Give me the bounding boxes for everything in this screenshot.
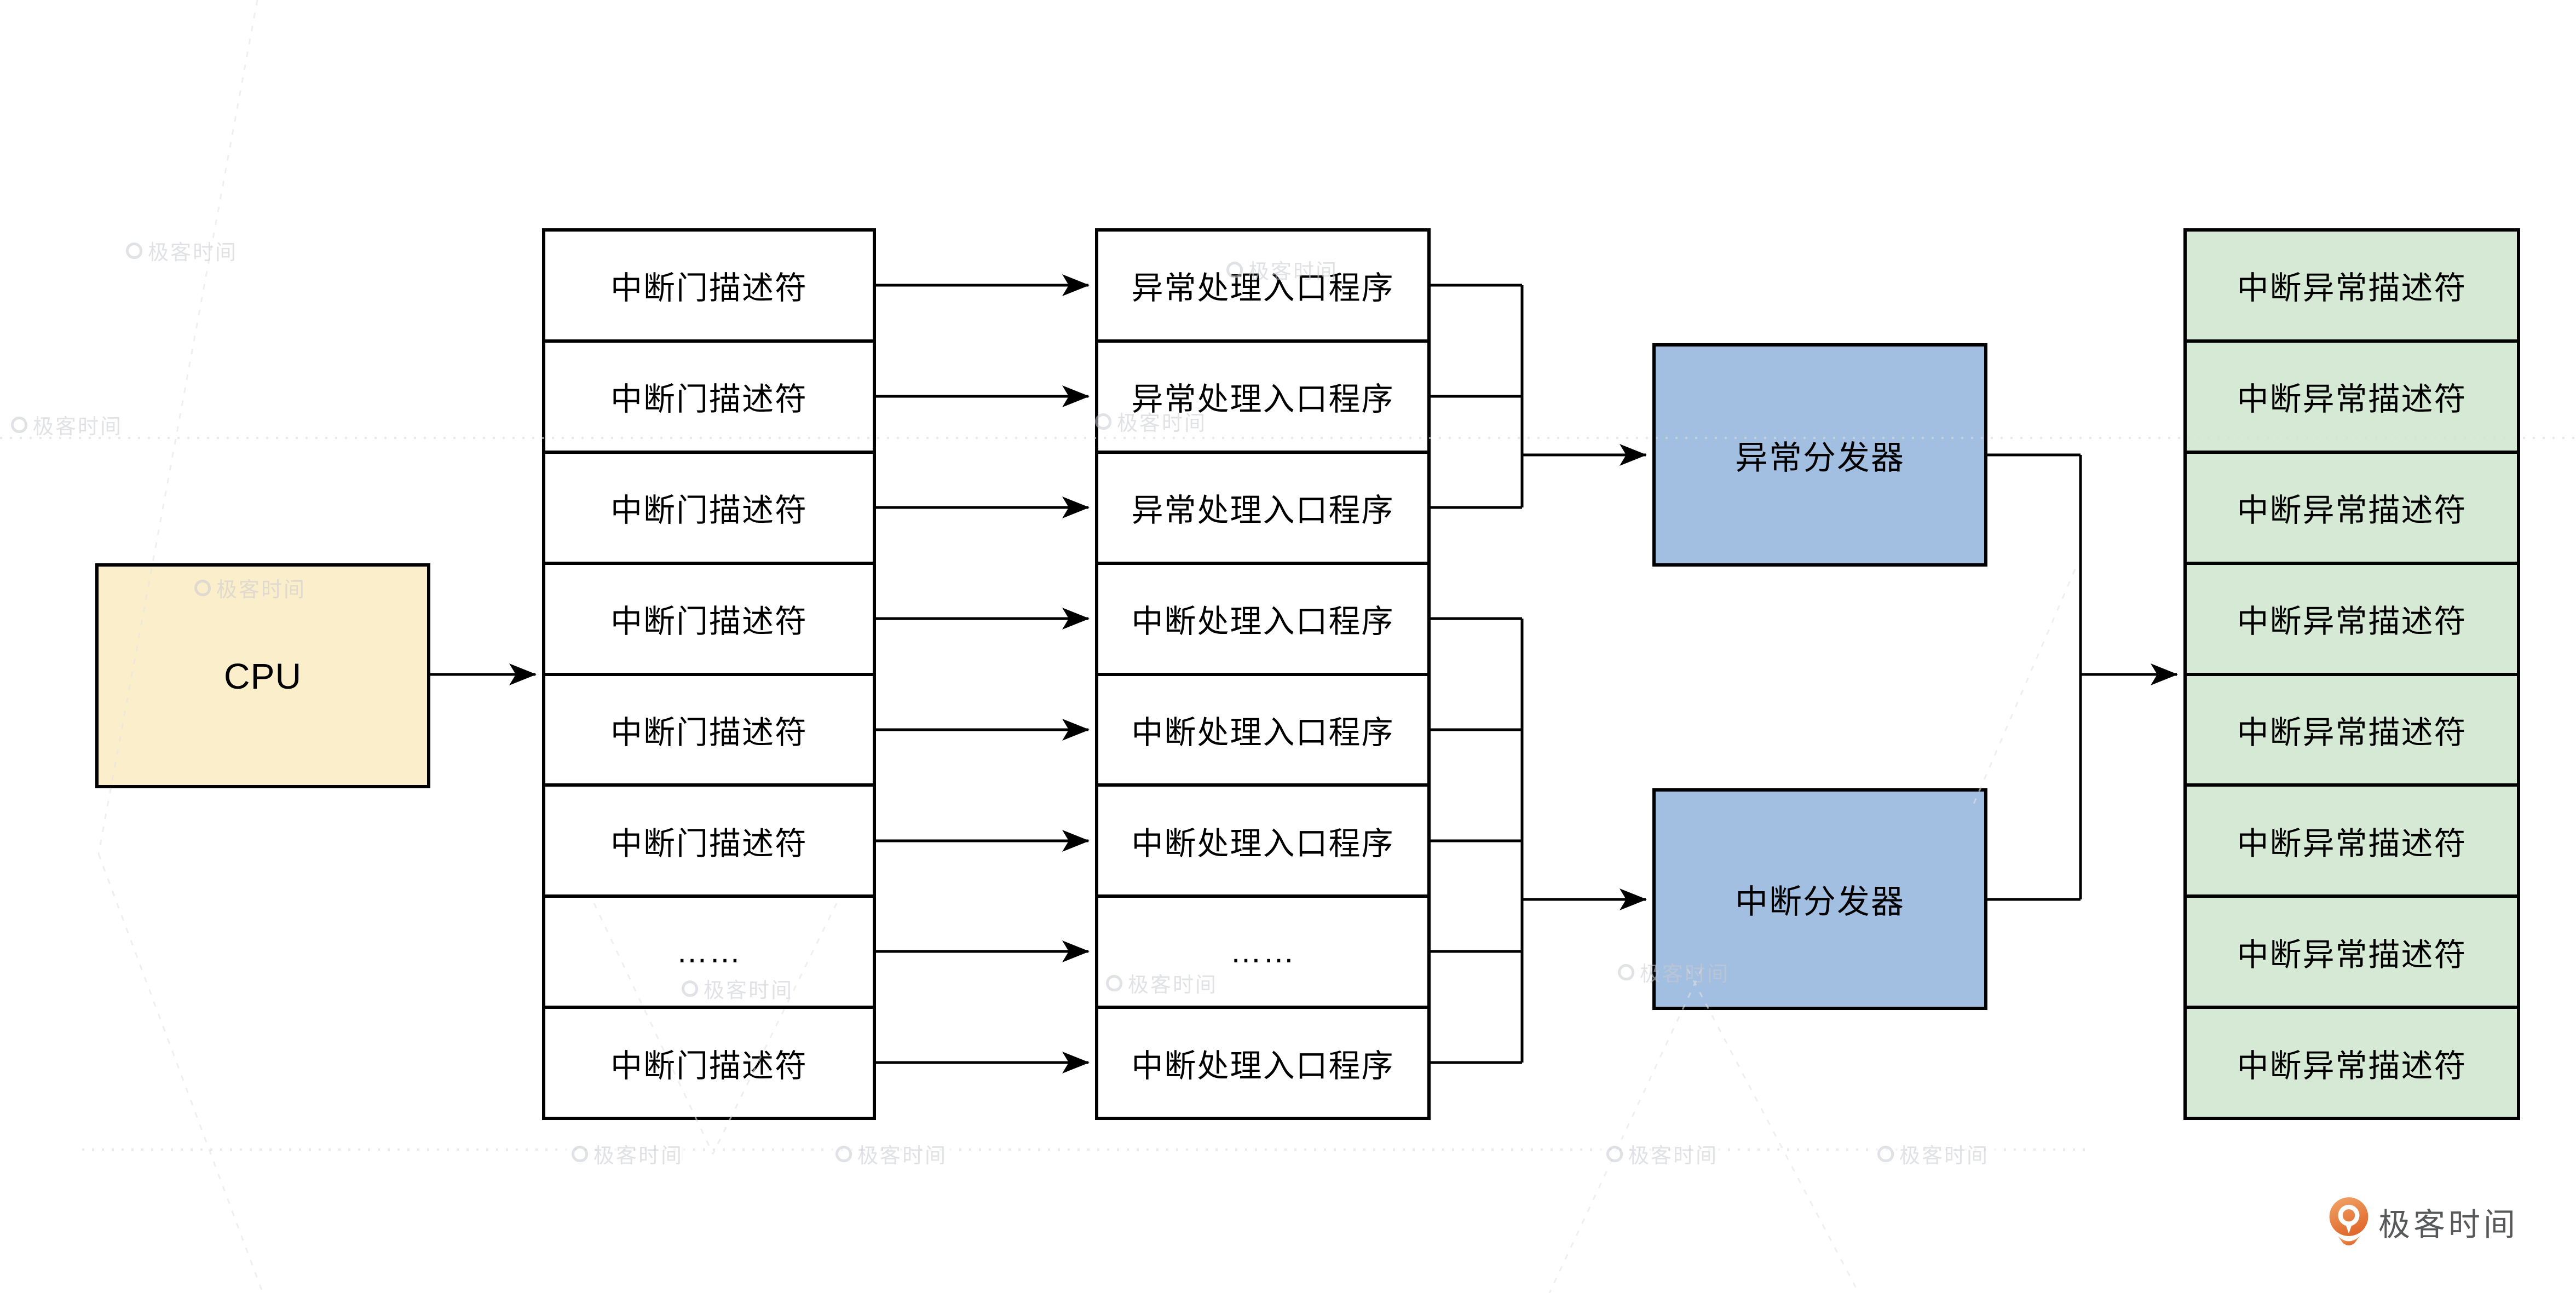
watermark-pin-icon bbox=[835, 1145, 852, 1162]
idt-row-3: 中断门描述符 bbox=[545, 450, 873, 562]
descriptor-row-4: 中断异常描述符 bbox=[2187, 561, 2517, 673]
watermark: 极客时间 bbox=[1599, 1139, 1726, 1169]
watermark: 极客时间 bbox=[828, 1139, 955, 1169]
handler-row-3: 异常处理入口程序 bbox=[1098, 450, 1427, 562]
descriptor-row-5: 中断异常描述符 bbox=[2187, 672, 2517, 784]
idt-row-6: 中断门描述符 bbox=[545, 783, 873, 894]
descriptor-column: 中断异常描述符 中断异常描述符 中断异常描述符 中断异常描述符 中断异常描述符 … bbox=[2183, 228, 2520, 1120]
watermark-pin-icon bbox=[572, 1145, 588, 1162]
idt-row-ellipsis: …… bbox=[545, 894, 873, 1006]
watermark: 极客时间 bbox=[126, 235, 238, 265]
watermark-pin-icon bbox=[11, 416, 27, 433]
handler-row-5: 中断处理入口程序 bbox=[1098, 672, 1427, 784]
watermark-pin-icon bbox=[1606, 1145, 1623, 1162]
diagonal-dash-2 bbox=[97, 853, 264, 1293]
descriptor-row-3: 中断异常描述符 bbox=[2187, 450, 2517, 562]
handler-row-4: 中断处理入口程序 bbox=[1098, 561, 1427, 673]
handler-row-ellipsis: …… bbox=[1098, 894, 1427, 1006]
idt-row-2: 中断门描述符 bbox=[545, 339, 873, 451]
idt-row-1: 中断门描述符 bbox=[610, 270, 808, 307]
descriptor-row-1: 中断异常描述符 bbox=[2237, 270, 2467, 307]
handler-row-6: 中断处理入口程序 bbox=[1098, 783, 1427, 894]
watermark-pin-icon bbox=[1877, 1145, 1894, 1162]
handler-row-8: 中断处理入口程序 bbox=[1098, 1006, 1427, 1117]
descriptor-row-2: 中断异常描述符 bbox=[2187, 339, 2517, 451]
idt-row-4: 中断门描述符 bbox=[545, 561, 873, 673]
diagonal-dash-5 bbox=[1548, 968, 1703, 1293]
exception-dispatcher-label: 异常分发器 bbox=[1735, 439, 1905, 476]
interrupt-dispatcher-box: 中断分发器 bbox=[1652, 788, 1987, 1010]
idt-row-8: 中断门描述符 bbox=[545, 1006, 873, 1117]
watermark: 极客时间 bbox=[11, 409, 123, 440]
interrupt-dispatcher-label: 中断分发器 bbox=[1735, 884, 1905, 920]
watermark-pin-icon bbox=[1618, 963, 1634, 980]
geektime-logo: 极客时间 bbox=[2328, 1197, 2519, 1247]
cpu-box: CPU bbox=[95, 563, 430, 788]
watermark: 极客时间 bbox=[1870, 1139, 1997, 1169]
diagonal-dash-7 bbox=[1970, 569, 2076, 811]
diagonal-dash-6 bbox=[1686, 968, 1860, 1293]
watermark: 极客时间 bbox=[564, 1139, 691, 1169]
idt-row-5: 中断门描述符 bbox=[545, 672, 873, 784]
idt-column: 中断门描述符 中断门描述符 中断门描述符 中断门描述符 中断门描述符 中断门描述… bbox=[542, 228, 876, 1120]
handler-row-1: 异常处理入口程序 bbox=[1131, 270, 1394, 307]
exception-dispatcher-box: 异常分发器 bbox=[1652, 343, 1987, 567]
descriptor-row-6: 中断异常描述符 bbox=[2187, 783, 2517, 894]
geektime-logo-text: 极客时间 bbox=[2378, 1207, 2519, 1243]
watermark-pin-icon bbox=[126, 242, 142, 259]
handler-column: 异常处理入口程序 异常处理入口程序 异常处理入口程序 中断处理入口程序 中断处理… bbox=[1095, 228, 1431, 1120]
descriptor-row-8: 中断异常描述符 bbox=[2187, 1006, 2517, 1117]
descriptor-row-7: 中断异常描述符 bbox=[2187, 894, 2517, 1006]
geektime-pin-icon bbox=[2329, 1197, 2368, 1246]
handler-row-2: 异常处理入口程序 bbox=[1098, 339, 1427, 451]
cpu-label: CPU bbox=[223, 655, 302, 696]
